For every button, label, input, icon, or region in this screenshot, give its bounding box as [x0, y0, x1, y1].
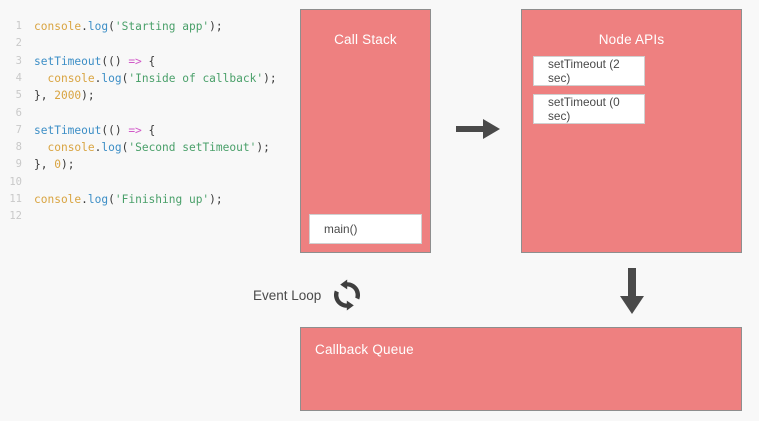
code-line: 7 setTimeout(() => { — [0, 122, 295, 139]
code-token-punct: (() — [101, 54, 129, 68]
code-line-number: 10 — [9, 175, 22, 188]
code-token-obj: console — [47, 71, 95, 85]
code-token-fn: log — [101, 71, 122, 85]
code-line-number: 3 — [15, 54, 22, 67]
code-token-obj: console — [47, 141, 95, 155]
code-line-number: 9 — [15, 158, 22, 171]
code-line-text: setTimeout(() => { — [34, 122, 155, 139]
event-loop-label: Event Loop — [253, 287, 322, 303]
code-token-punct: ( — [121, 141, 129, 155]
code-token-punct: ); — [256, 141, 270, 155]
code-line: 11 console.log('Finishing up'); — [0, 191, 295, 208]
code-line-text: console.log('Starting app'); — [34, 18, 223, 35]
code-token-obj: console — [34, 193, 82, 206]
code-token-arrow: => — [128, 123, 142, 137]
call-stack-frame-main: main() — [309, 214, 422, 244]
code-token-fn: log — [87, 193, 109, 206]
code-token-fn: setTimeout — [34, 54, 102, 68]
code-token-punct: ); — [209, 193, 223, 206]
code-token-punct: }, — [34, 158, 55, 172]
code-token-str: 'Finishing up' — [114, 193, 210, 206]
code-token-punct: ( — [108, 193, 115, 206]
code-line: 5}, 2000); — [0, 87, 295, 104]
code-token-str: 'Inside of callback' — [128, 71, 264, 85]
code-line: 9}, 0); — [0, 156, 295, 173]
code-line-number: 7 — [15, 123, 22, 136]
code-token-fn: log — [101, 141, 122, 155]
code-line: 8 console.log('Second setTimeout'); — [0, 139, 295, 156]
code-token-punct: }, — [34, 89, 55, 103]
code-line-number: 4 — [15, 71, 22, 84]
code-line-number: 2 — [15, 37, 22, 50]
code-line-text: console.log('Inside of callback'); — [34, 70, 277, 87]
code-token-punct: (() — [101, 123, 129, 137]
code-token-punct: . — [81, 20, 88, 33]
code-token-punct: ); — [60, 158, 75, 172]
code-line-text: }, 0); — [34, 156, 74, 173]
code-token-plain — [34, 72, 47, 85]
code-token-num: 2000 — [54, 89, 82, 103]
code-line-text: console.log('Second setTimeout'); — [34, 139, 270, 156]
arrow-down-icon — [620, 268, 644, 314]
code-token-fn: setTimeout — [34, 123, 102, 137]
code-token-punct: ( — [121, 71, 129, 85]
code-token-plain — [34, 141, 47, 154]
code-line-number: 8 — [15, 141, 22, 154]
code-line: 2 — [0, 35, 295, 52]
sync-circular-arrows-icon — [334, 279, 361, 311]
code-token-punct: . — [94, 141, 102, 155]
callback-queue-panel: Callback Queue — [300, 327, 742, 411]
code-token-punct: ); — [263, 71, 277, 85]
code-token-punct: . — [94, 71, 102, 85]
code-line: 12 — [0, 208, 295, 225]
node-apis-panel: Node APIs setTimeout (2 sec) setTimeout … — [521, 9, 742, 253]
code-token-fn: log — [87, 20, 109, 33]
code-line-text: }, 2000); — [34, 87, 95, 104]
code-line-number: 5 — [15, 89, 22, 102]
code-line-number: 11 — [9, 193, 22, 205]
callback-queue-title: Callback Queue — [315, 342, 414, 357]
code-token-punct: ); — [81, 89, 95, 103]
code-line: 1 console.log('Starting app'); — [0, 18, 295, 35]
call-stack-panel: Call Stack main() — [300, 9, 431, 253]
code-line-number: 6 — [15, 106, 22, 119]
code-token-arrow: => — [128, 54, 142, 68]
node-api-item-settimeout-0sec: setTimeout (0 sec) — [533, 94, 645, 124]
code-line-number: 12 — [9, 210, 22, 223]
code-token-punct: . — [81, 193, 88, 206]
code-token-obj: console — [34, 20, 82, 33]
code-token-punct: { — [141, 123, 156, 137]
code-token-punct: ( — [108, 20, 115, 33]
node-api-item-settimeout-2sec: setTimeout (2 sec) — [533, 56, 645, 86]
code-token-punct: { — [141, 54, 156, 68]
call-stack-title: Call Stack — [334, 32, 397, 47]
code-line: 6 — [0, 105, 295, 122]
code-line-text: console.log('Finishing up'); — [34, 191, 223, 208]
code-line: 10 — [0, 174, 295, 191]
code-token-str: 'Starting app' — [114, 20, 210, 33]
code-token-num: 0 — [54, 158, 61, 172]
code-token-punct: ); — [209, 20, 223, 33]
code-line: 4 console.log('Inside of callback'); — [0, 70, 295, 87]
code-token-str: 'Second setTimeout' — [128, 141, 257, 155]
node-apis-title: Node APIs — [598, 32, 665, 47]
event-loop-group: Event Loop — [253, 276, 385, 314]
code-line: 3 setTimeout(() => { — [0, 53, 295, 70]
arrow-right-icon — [456, 119, 500, 139]
code-line-text: setTimeout(() => { — [34, 53, 155, 70]
code-line-number: 1 — [15, 20, 22, 32]
